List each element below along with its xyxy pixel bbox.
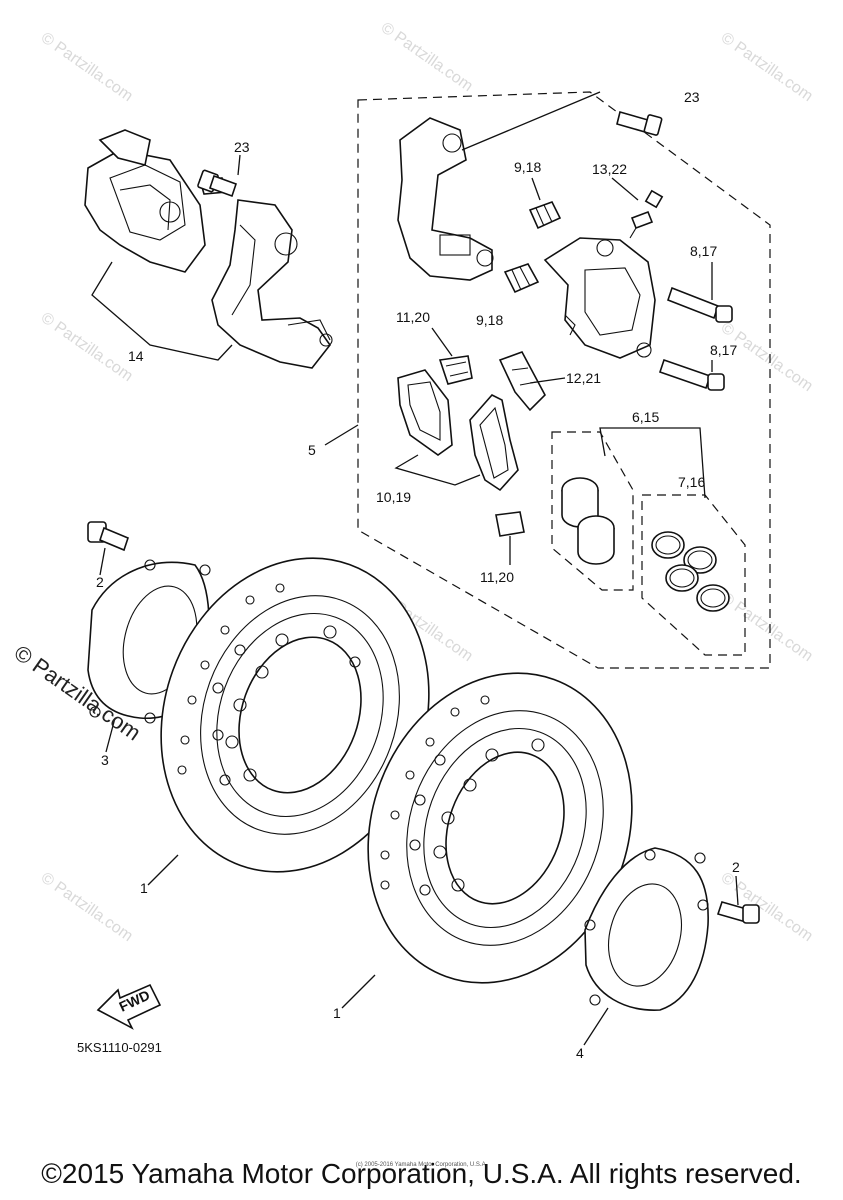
- callout-10-19: 10,19: [376, 489, 411, 505]
- leader-2-right: [735, 875, 739, 906]
- seal-box-7-16: [641, 494, 746, 656]
- bolt-2-left: [87, 521, 129, 552]
- fwd-arrow-icon: FWD: [96, 983, 162, 1030]
- svg-text:© Partzilla.com: © Partzilla.com: [378, 19, 476, 95]
- leader-14: [91, 261, 233, 361]
- piston-box-6-15: [551, 431, 634, 591]
- callout-2-left: 2: [96, 574, 104, 590]
- leader-12-21: [529, 377, 566, 384]
- callout-3: 3: [101, 752, 109, 768]
- callout-2-right: 2: [732, 859, 740, 875]
- bolt-2-right: [716, 901, 760, 924]
- callout-6-15: 6,15: [632, 409, 659, 425]
- leader-3: [105, 717, 116, 753]
- bolt-8-17-lower: [658, 358, 725, 391]
- pad-spring-upper: [438, 355, 473, 385]
- svg-text:© Partzilla.com: © Partzilla.com: [718, 589, 816, 665]
- bolt-23-left: [197, 169, 238, 198]
- caliper-assembly-14: [84, 129, 333, 369]
- callout-11-20-upper: 11,20: [396, 309, 430, 325]
- callout-9-18-lower: 9,18: [476, 312, 503, 328]
- callout-11-20-lower: 11,20: [480, 569, 514, 585]
- boot-lower: [503, 263, 540, 294]
- leader-10-19: [394, 454, 481, 486]
- brake-disc-lower: [367, 672, 633, 984]
- diagram-code: 5KS1110-0291: [77, 1040, 162, 1055]
- copyright-notice: ©2015 Yamaha Motor Corporation, U.S.A. A…: [41, 1158, 802, 1189]
- leader-1-upper: [147, 854, 179, 886]
- callout-8-17-upper: 8,17: [690, 243, 717, 259]
- pad-spring-lower: [495, 511, 525, 537]
- leader-5: [324, 424, 359, 446]
- leader-11-20-upper: [431, 327, 453, 357]
- leader-1-lower: [341, 974, 376, 1009]
- callout-1-lower: 1: [333, 1005, 341, 1021]
- fine-print: (c) 2005-2016 Yamaha Motor Corporation, …: [355, 1162, 488, 1168]
- svg-text:© Partzilla.com: © Partzilla.com: [38, 29, 136, 105]
- callout-7-16: 7,16: [678, 474, 705, 490]
- caliper-bracket: [397, 117, 494, 281]
- callout-1-upper: 1: [140, 880, 148, 896]
- leader-23-right: [461, 91, 601, 151]
- bolt-23-right: [616, 111, 663, 136]
- callout-23-right: 23: [684, 89, 700, 105]
- piston-seals: [651, 531, 730, 612]
- caliper-kit-dashed-outline: [357, 91, 771, 669]
- callout-13-22: 13,22: [592, 161, 627, 177]
- leader-4: [583, 1007, 609, 1046]
- disc-cover-4: [584, 847, 709, 1011]
- pistons: [561, 477, 615, 565]
- bleed-screw: [629, 189, 664, 239]
- leader-9-18-upper: [531, 177, 541, 201]
- leader-2-left: [99, 547, 106, 576]
- callout-8-17-lower: 8,17: [710, 342, 737, 358]
- bolt-8-17-upper: [667, 286, 733, 323]
- pad-shim: [498, 351, 546, 412]
- callout-4: 4: [576, 1045, 584, 1061]
- callout-14: 14: [128, 348, 144, 364]
- callout-5: 5: [308, 442, 316, 458]
- svg-text:© Partzilla.com: © Partzilla.com: [38, 869, 136, 945]
- leader-23-left: [237, 154, 241, 176]
- brake-pad-right: [469, 394, 519, 492]
- brake-disc-upper: [160, 557, 430, 873]
- caliper-body: [543, 237, 656, 359]
- callout-9-18-upper: 9,18: [514, 159, 541, 175]
- leader-6-15: [599, 427, 706, 499]
- leader-13-22: [611, 177, 639, 201]
- callout-23-left: 23: [234, 139, 250, 155]
- callout-12-21: 12,21: [566, 370, 601, 386]
- boot-upper: [528, 201, 562, 230]
- brake-pad-left: [397, 369, 453, 456]
- svg-text:© Partzilla.com: © Partzilla.com: [718, 29, 816, 105]
